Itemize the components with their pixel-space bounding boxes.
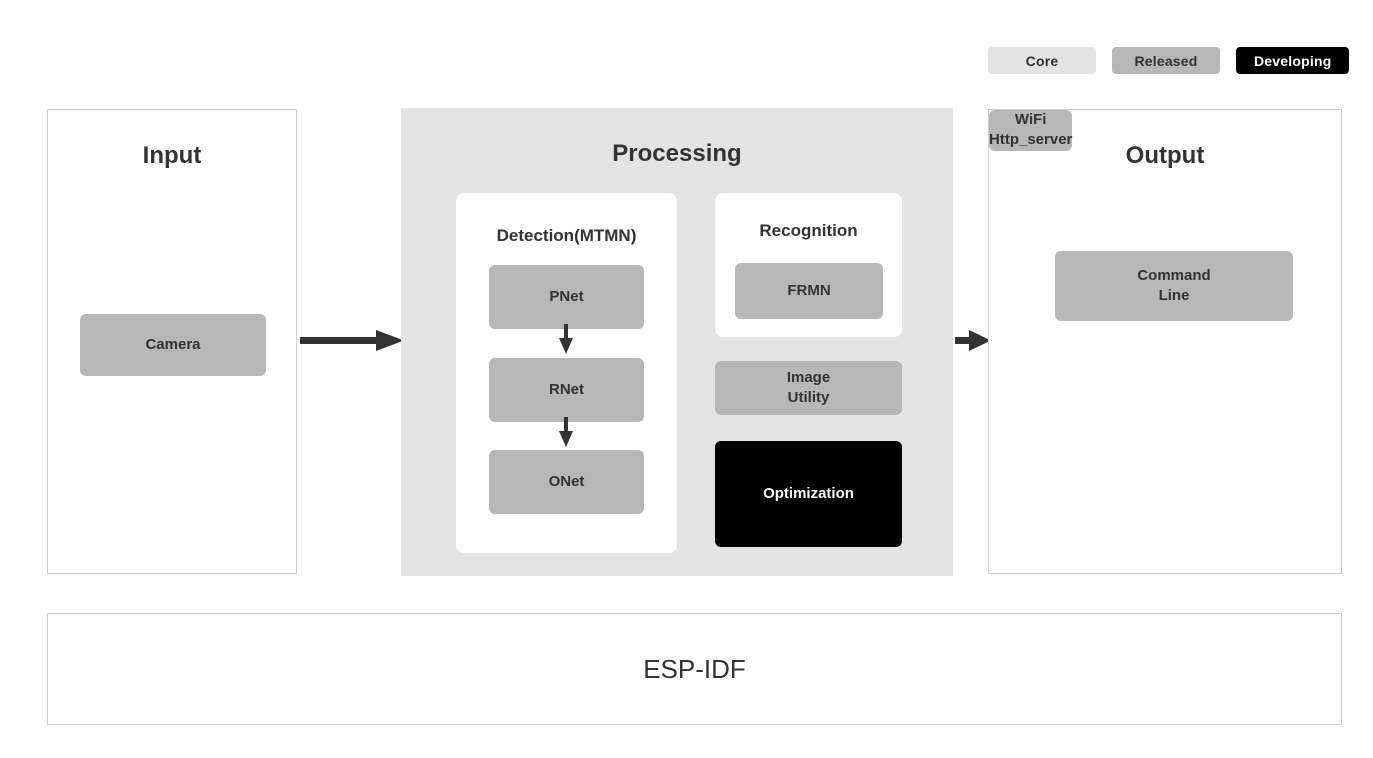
legend-chip-core: Core (988, 47, 1096, 74)
node-optimization: Optimization (715, 441, 902, 547)
footer-esp-idf-label: ESP-IDF (643, 653, 746, 684)
arrow-input-to-processing (300, 326, 404, 356)
node-camera: Camera (80, 314, 266, 376)
arrow-down-icon (559, 417, 573, 447)
arrow-processing-to-output (955, 326, 991, 356)
arrow-rnet-to-onet (559, 417, 573, 447)
panel-output: Output Command Line WiFi Http_server (988, 109, 1342, 574)
panel-input: Input Camera (47, 109, 297, 574)
card-detection: Detection(MTMN) PNet RNet ONet (456, 193, 677, 553)
arrow-right-icon (955, 330, 991, 351)
panel-processing: Processing Detection(MTMN) PNet RNet ONe… (401, 108, 953, 576)
arrow-pnet-to-rnet (559, 324, 573, 354)
node-rnet: RNet (489, 358, 644, 422)
node-onet: ONet (489, 450, 644, 514)
arrow-right-icon (300, 330, 404, 351)
arrow-down-icon (559, 324, 573, 354)
legend: Core Released Developing (988, 47, 1350, 74)
legend-chip-released: Released (1112, 47, 1220, 74)
node-command-line: Command Line (1055, 251, 1293, 321)
node-pnet: PNet (489, 265, 644, 329)
node-frmn: FRMN (735, 263, 883, 319)
node-image-utility: Image Utility (715, 361, 902, 415)
card-detection-title: Detection(MTMN) (496, 226, 637, 245)
panel-input-title: Input (142, 142, 202, 169)
legend-chip-developing: Developing (1236, 47, 1350, 74)
card-recognition-title: Recognition (759, 221, 858, 240)
footer-esp-idf: ESP-IDF (47, 613, 1342, 725)
panel-processing-title: Processing (612, 140, 742, 167)
card-recognition: Recognition FRMN (715, 193, 902, 337)
panel-output-title: Output (1125, 142, 1205, 169)
node-wifi-http-server: WiFi Http_server (989, 110, 1073, 151)
